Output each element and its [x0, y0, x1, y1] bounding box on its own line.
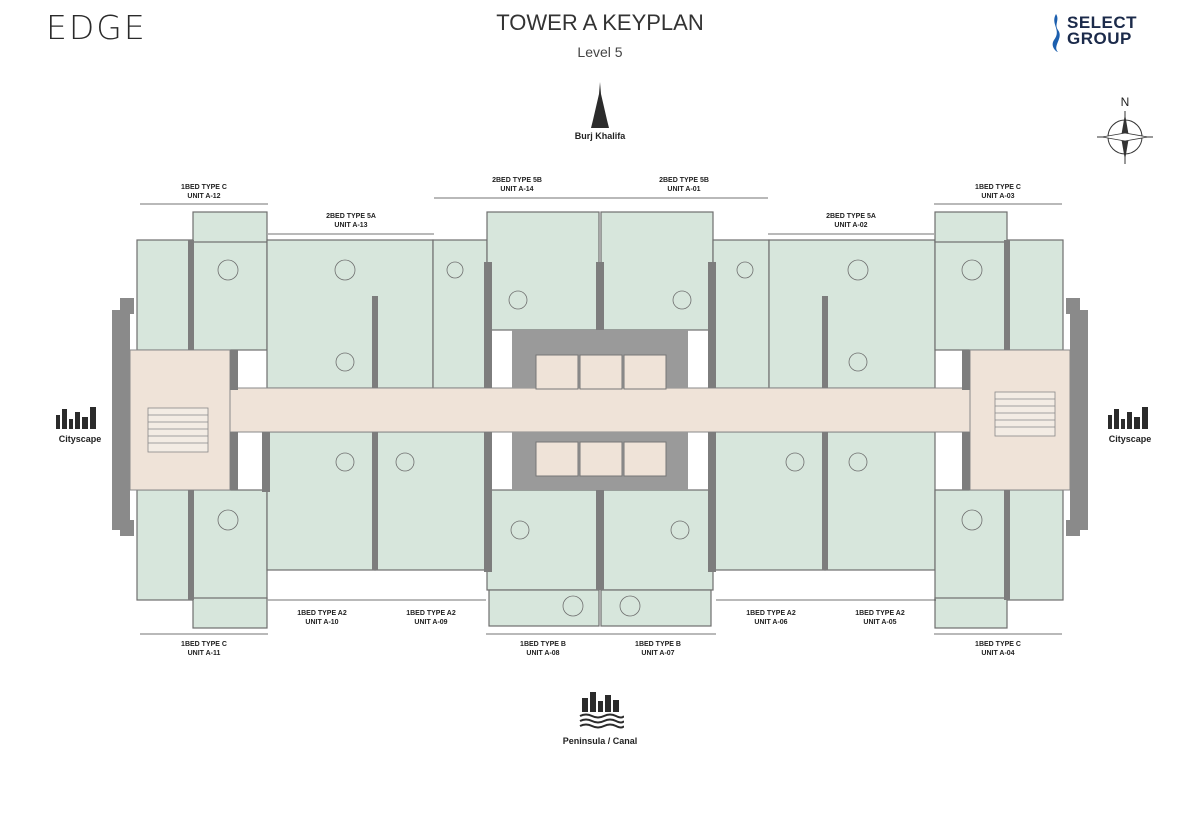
- unit-zone-a02-b: [712, 239, 770, 389]
- unit-number: UNIT A-06: [754, 619, 788, 626]
- unit-zone-a12: [136, 239, 268, 351]
- unit-label-a03: 1BED TYPE C UNIT A-03: [958, 183, 1038, 201]
- units-bottom: [136, 431, 1064, 629]
- unit-number: UNIT A-12: [187, 193, 221, 200]
- unit-type: 1BED TYPE C: [181, 641, 227, 648]
- unit-number: UNIT A-13: [334, 222, 368, 229]
- balcony-a08: [488, 589, 600, 627]
- view-label-peninsula-canal: Peninsula / Canal: [562, 736, 638, 746]
- unit-type: 2BED TYPE 5B: [659, 177, 709, 184]
- edge-logo: EDGE: [46, 8, 147, 47]
- unit-number: UNIT A-02: [834, 222, 868, 229]
- unit-label-a08: 1BED TYPE B UNIT A-08: [503, 640, 583, 658]
- unit-number: UNIT A-14: [500, 186, 534, 193]
- unit-type: 1BED TYPE A2: [855, 610, 905, 617]
- dimension-lines: [140, 197, 1062, 635]
- unit-zone-a05: [824, 431, 936, 571]
- unit-number: UNIT A-10: [305, 619, 339, 626]
- balcony-a12: [192, 211, 268, 243]
- unit-type: 2BED TYPE 5B: [492, 177, 542, 184]
- unit-label-a12: 1BED TYPE C UNIT A-12: [164, 183, 244, 201]
- balcony-a07: [600, 589, 712, 627]
- unit-type: 1BED TYPE B: [635, 641, 681, 648]
- unit-zone-a13: [266, 239, 434, 389]
- unit-number: UNIT A-01: [667, 186, 701, 193]
- unit-label-a01: 2BED TYPE 5B UNIT A-01: [644, 176, 724, 194]
- view-label-cityscape-left: Cityscape: [58, 434, 102, 444]
- furniture: [217, 259, 983, 617]
- cityscape-left-icon: [56, 407, 96, 429]
- partition-walls: [188, 240, 1010, 600]
- unit-number: UNIT A-09: [414, 619, 448, 626]
- structure-walls: [112, 298, 1088, 536]
- unit-label-a04: 1BED TYPE C UNIT A-04: [958, 640, 1038, 658]
- unit-label-a05: 1BED TYPE A2 UNIT A-05: [840, 609, 920, 627]
- peninsula-canal-icon: [579, 692, 624, 729]
- select-logo-line1: SELECT: [1067, 13, 1138, 32]
- unit-label-a13: 2BED TYPE 5A UNIT A-13: [311, 212, 391, 230]
- unit-label-a07: 1BED TYPE B UNIT A-07: [618, 640, 698, 658]
- view-label-burj-khalifa: Burj Khalifa: [574, 131, 626, 141]
- view-label-cityscape-right: Cityscape: [1108, 434, 1152, 444]
- unit-zone-a11: [136, 489, 268, 601]
- unit-zone-a03: [934, 239, 1064, 351]
- unit-label-a02: 2BED TYPE 5A UNIT A-02: [811, 212, 891, 230]
- unit-zone-a10: [266, 431, 376, 571]
- cityscape-right-icon: [1108, 407, 1148, 429]
- unit-number: UNIT A-08: [526, 650, 560, 657]
- page-title: TOWER A KEYPLAN: [496, 10, 704, 35]
- unit-zone-a09: [374, 431, 488, 571]
- unit-type: 1BED TYPE A2: [297, 610, 347, 617]
- unit-label-a11: 1BED TYPE C UNIT A-11: [164, 640, 244, 658]
- unit-type: 1BED TYPE C: [975, 641, 1021, 648]
- select-logo-line2: GROUP: [1067, 29, 1132, 48]
- unit-zone-a08: [486, 489, 600, 591]
- unit-label-a06: 1BED TYPE A2 UNIT A-06: [731, 609, 811, 627]
- unit-label-a14: 2BED TYPE 5B UNIT A-14: [477, 176, 557, 194]
- unit-zone-a14: [486, 211, 600, 331]
- balcony-a03: [934, 211, 1008, 243]
- unit-label-a09: 1BED TYPE A2 UNIT A-09: [391, 609, 471, 627]
- unit-number: UNIT A-05: [863, 619, 897, 626]
- unit-zone-a06: [712, 431, 826, 571]
- unit-type: 2BED TYPE 5A: [826, 213, 876, 220]
- balcony-a04: [934, 597, 1008, 629]
- units-top: [136, 211, 1064, 389]
- unit-zone-a01: [600, 211, 714, 331]
- unit-zone-a02: [768, 239, 936, 389]
- burj-khalifa-icon: [591, 82, 609, 128]
- balcony-a11: [192, 597, 268, 629]
- unit-number: UNIT A-07: [641, 650, 675, 657]
- unit-number: UNIT A-03: [981, 193, 1015, 200]
- select-group-logo: SELECT GROUP: [1067, 13, 1138, 48]
- compass-north-label: N: [1121, 95, 1130, 109]
- unit-type: 1BED TYPE B: [520, 641, 566, 648]
- north-compass-icon: N: [1097, 95, 1153, 164]
- unit-number: UNIT A-04: [981, 650, 1015, 657]
- unit-zone-a07: [600, 489, 714, 591]
- corridor: [129, 349, 1071, 491]
- unit-zone-a04: [934, 489, 1064, 601]
- unit-type: 2BED TYPE 5A: [326, 213, 376, 220]
- unit-type: 1BED TYPE A2: [746, 610, 796, 617]
- unit-number: UNIT A-11: [187, 650, 221, 657]
- select-group-flame-icon: [1052, 14, 1060, 52]
- unit-type: 1BED TYPE A2: [406, 610, 456, 617]
- unit-type: 1BED TYPE C: [975, 184, 1021, 191]
- unit-type: 1BED TYPE C: [181, 184, 227, 191]
- level-subtitle: Level 5: [577, 44, 623, 60]
- stairs: [147, 391, 1056, 453]
- unit-label-a10: 1BED TYPE A2 UNIT A-10: [282, 609, 362, 627]
- elevator-core: [512, 330, 688, 490]
- unit-zone-a13-b: [432, 239, 488, 389]
